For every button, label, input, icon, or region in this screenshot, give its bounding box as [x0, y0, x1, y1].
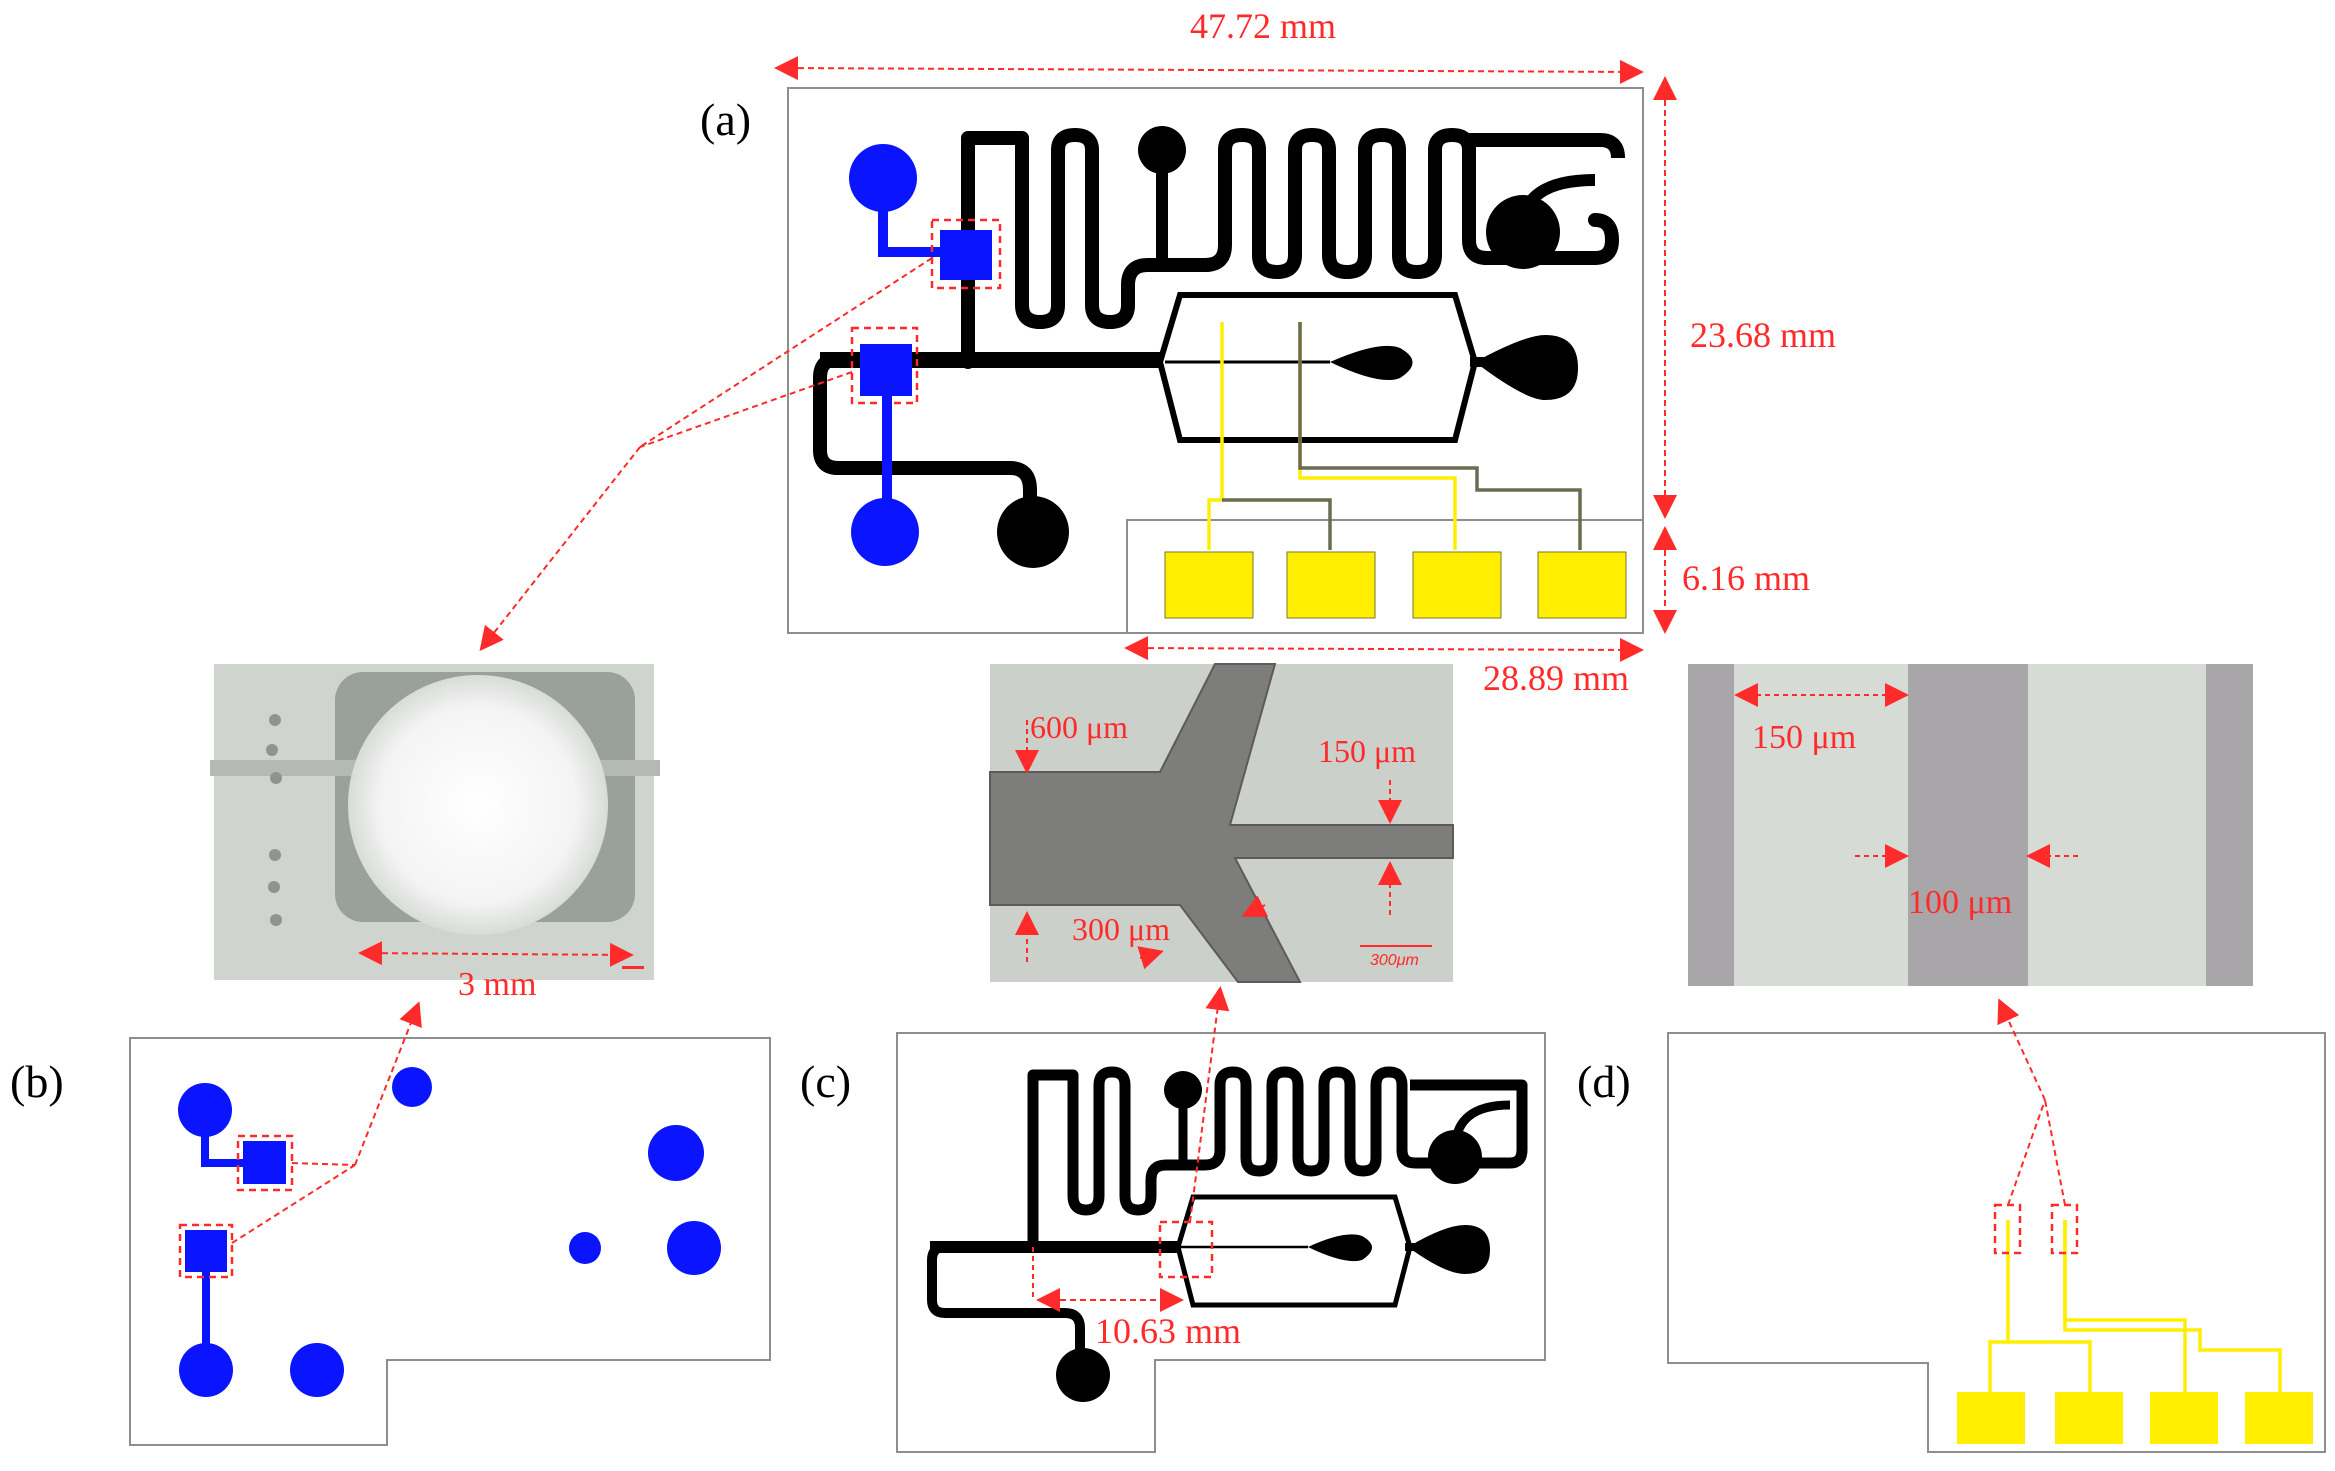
electrode-arrows: [1734, 683, 2078, 868]
dim-label-reservoir: 3 mm: [458, 966, 536, 1003]
micrograph-reservoir: 3 mm: [210, 664, 660, 1003]
outlet-droplet-c: [1408, 1225, 1490, 1274]
highlight-boxes-b: [178, 1134, 294, 1279]
dim-arrow-reservoir: [358, 941, 634, 967]
junction-arrows: [1015, 720, 1402, 970]
blue-channel-top-a: [878, 190, 950, 257]
hex-chamber-c: [1175, 1194, 1413, 1308]
dim-label-channel-offset: 10.63 mm: [1095, 1311, 1241, 1351]
serpentine-channel-c: [1027, 1066, 1528, 1244]
outlet-reservoir-lower: [997, 496, 1069, 568]
panel-b-label: (b): [10, 1056, 64, 1107]
panel-d: (d): [1577, 998, 2326, 1453]
outlet-reservoir-lower-c: [1056, 1348, 1110, 1402]
blue-layer-b: [178, 1067, 721, 1397]
serpentine-top-segment: [1462, 133, 1625, 159]
electrode-traces-a: [1207, 322, 1582, 550]
lower-loop-channel-a: [813, 353, 1037, 520]
label-electrode-width: 150 μm: [1752, 719, 1856, 756]
blue-square-top-a: [940, 230, 992, 280]
droplet-c: [1308, 1234, 1372, 1262]
panel-d-label: (d): [1577, 1056, 1631, 1107]
junction-channel-shape: [989, 663, 1454, 983]
droplet-a: [1330, 345, 1413, 380]
highlight-box-top-a: [930, 218, 1002, 290]
label-electrode-gap: 100 μm: [1908, 884, 2012, 921]
outlet-reservoir-top-c: [1164, 1071, 1202, 1109]
scale-bar-center: 300μm: [1370, 952, 1419, 969]
label-channel-side: 300 μm: [1072, 911, 1170, 947]
reservoir-dots: [266, 714, 282, 926]
electrode-pads-a: [1164, 551, 1627, 619]
outlet-droplet-a: [1475, 335, 1578, 400]
micrograph-electrodes: 150 μm 100 μm: [1688, 664, 2253, 986]
chip-outline-b: [129, 1037, 771, 1446]
panel-c-label: (c): [800, 1056, 851, 1107]
outlet-reservoir-right-upper-c: [1428, 1130, 1482, 1184]
serpentine-channel-a: [961, 128, 1619, 369]
leader-lines-a: [479, 257, 933, 652]
dim-arrow-electrode-width: [1124, 636, 1644, 662]
panel-a-label: (a): [700, 94, 751, 145]
micrograph-junction: 300μm 600 μm 150 μm 300 μm: [989, 663, 1454, 983]
electrode-pads-d: [1957, 1392, 2313, 1444]
outlet-reservoir-top: [1138, 126, 1186, 174]
outlet-reservoir-right-upper: [1486, 195, 1560, 269]
panel-a: (a): [479, 6, 1836, 698]
label-channel-branch: 150 μm: [1318, 733, 1416, 769]
blue-reservoir-lower-a: [851, 498, 919, 566]
label-channel-main: 600 μm: [1030, 709, 1128, 745]
panel-b: (b): [10, 1001, 771, 1446]
lower-loop-channel-c: [927, 1242, 1085, 1360]
blue-square-lower-a: [860, 344, 912, 396]
dim-label-height-total: 23.68 mm: [1690, 315, 1836, 355]
dim-label-electrode-width: 28.89 mm: [1483, 658, 1629, 698]
reservoir-bright-spot: [348, 675, 608, 935]
panel-c: (c) 10.63 mm: [800, 986, 1546, 1453]
chip-outline-d: [1667, 1032, 2326, 1453]
dim-label-width-total: 47.72 mm: [1190, 6, 1336, 46]
dim-arrow-width-total: [774, 56, 1644, 84]
leader-lines-b: [231, 1001, 422, 1244]
leader-line-c: [1189, 986, 1230, 1223]
leader-lines-d: [1997, 998, 2066, 1206]
highlight-box-c: [1158, 1220, 1214, 1279]
electrode-traces-d: [1988, 1220, 2282, 1392]
electrode-region-box-a: [1126, 519, 1644, 634]
hex-chamber-a: [1156, 292, 1479, 443]
blue-reservoir-top-a: [849, 144, 917, 212]
dim-label-electrode-height: 6.16 mm: [1682, 558, 1810, 598]
